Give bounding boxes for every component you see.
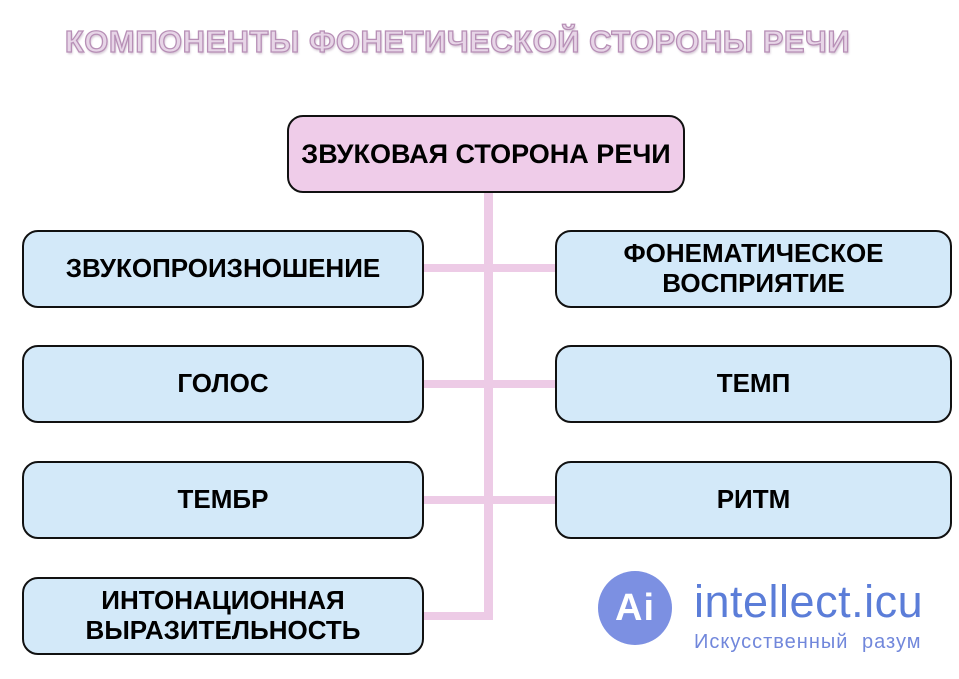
node-label: ФОНЕМАТИЧЕСКОЕ ВОСПРИЯТИЕ <box>623 238 884 298</box>
node-zvukoproiznoshenie: ЗВУКОПРОИЗНОШЕНИЕ <box>22 230 424 308</box>
brand-logo-icon: Ai <box>598 571 672 645</box>
node-label: ИНТОНАЦИОННАЯ ВЫРАЗИТЕЛЬНОСТЬ <box>85 585 361 645</box>
node-temp: ТЕМП <box>555 345 952 423</box>
brand-site-name: intellect.icu <box>694 576 924 627</box>
node-intonacionnaya-vyrazitelnost: ИНТОНАЦИОННАЯ ВЫРАЗИТЕЛЬНОСТЬ <box>22 577 424 655</box>
node-fonematicheskoe-vospriyatie: ФОНЕМАТИЧЕСКОЕ ВОСПРИЯТИЕ <box>555 230 952 308</box>
brand-tagline: Искусственный разум <box>694 631 922 653</box>
brand-monogram: Ai <box>615 586 655 629</box>
connector-row3-line <box>424 496 555 504</box>
node-root: ЗВУКОВАЯ СТОРОНА РЕЧИ <box>287 115 685 193</box>
node-ritm: РИТМ <box>555 461 952 539</box>
node-root-label: ЗВУКОВАЯ СТОРОНА РЕЧИ <box>301 138 671 169</box>
connector-trunk-line <box>484 192 493 620</box>
node-label: ТЕМП <box>716 368 791 399</box>
node-golos: ГОЛОС <box>22 345 424 423</box>
connector-row4-line <box>424 612 490 620</box>
node-label: РИТМ <box>716 484 791 515</box>
connector-row1-line <box>424 264 555 272</box>
brand-watermark: Ai intellect.icu Искусственный разум <box>598 571 923 654</box>
node-tembr: ТЕМБР <box>22 461 424 539</box>
node-label: ГОЛОС <box>177 368 269 399</box>
node-label: ТЕМБР <box>177 484 269 515</box>
brand-text-block: intellect.icu Искусственный разум <box>694 571 923 654</box>
node-label: ЗВУКОПРОИЗНОШЕНИЕ <box>65 253 381 284</box>
connector-row2-line <box>424 380 555 388</box>
page-title: КОМПОНЕНТЫ ФОНЕТИЧЕСКОЙ СТОРОНЫ РЕЧИ <box>64 23 851 59</box>
